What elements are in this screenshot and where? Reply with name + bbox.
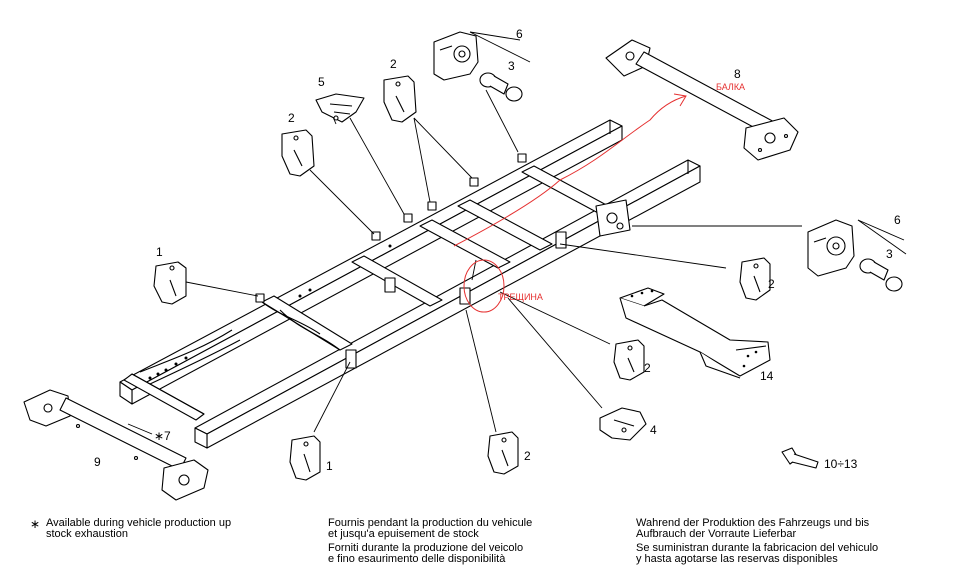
callout-6-right: 6	[894, 213, 901, 227]
footnote-en-line-2: stock exhaustion	[46, 528, 128, 540]
callout-4: 4	[650, 423, 657, 437]
part-3-pin-top	[479, 72, 523, 102]
part-8-beam	[605, 39, 799, 161]
part-6-spring-hanger-top	[433, 31, 479, 81]
chassis-frame	[119, 119, 701, 449]
cross-member-3	[419, 219, 511, 269]
footnote-es-line-1: Se suministran durante la fabricacion de…	[636, 542, 879, 554]
callout-9: 9	[94, 455, 101, 469]
part-10-13-bolt	[781, 447, 819, 469]
footnote-es-line-2: y hasta agotarse las reservas disponible…	[636, 553, 838, 565]
crack-label: ТРЕЩИНА	[498, 292, 543, 302]
callout-8: 8	[734, 67, 741, 81]
footnote-fr-line-2: et jusqu'a epuisement de stock	[328, 528, 479, 540]
callout-2-a: 2	[288, 111, 295, 125]
footnote-de-line-2: Aufbrauch der Vorraute Lieferbar	[636, 528, 797, 540]
part-3-pin-right	[859, 258, 903, 292]
part-2-bracket-b	[383, 75, 417, 123]
footnote-it-line-1: Forniti durante la produzione del veicol…	[328, 542, 524, 554]
footnote-en-line-1: Available during vehicle production up	[46, 517, 232, 529]
callout-6-top: 6	[516, 27, 523, 41]
chassis-frame-diagram: 1 1 2 2 2 2 2 3 3 4 5 6 6 ∗7 8 9 10÷13 1…	[23, 27, 907, 501]
red-annotations	[453, 93, 687, 313]
part-5-plate-bracket	[315, 93, 365, 123]
footnote-it-line-2: e fino esaurimento delle disponibilità	[328, 553, 506, 565]
callout-2-d: 2	[644, 361, 651, 375]
footnote-french-italian: Fournis pendant la production du vehicul…	[328, 518, 532, 565]
part-1-bracket-upper	[153, 261, 187, 305]
part-1-bracket-lower	[289, 435, 321, 481]
leader-lines	[127, 31, 907, 435]
callout-2-c: 2	[768, 277, 775, 291]
cross-member-4	[457, 199, 553, 251]
part-14-support-member	[619, 287, 771, 379]
footnote-german-spanish: Wahrend der Produktion des Fahrzeugs und…	[636, 518, 878, 565]
callout-10-13: 10÷13	[824, 457, 858, 471]
footnote-fr-line-1: Fournis pendant la production du vehicul…	[328, 517, 533, 529]
callout-3-top: 3	[508, 59, 515, 73]
callout-1-upper: 1	[156, 245, 163, 259]
beam-label: БАЛКА	[716, 82, 745, 92]
callout-7: ∗7	[154, 429, 171, 443]
callout-5: 5	[318, 75, 325, 89]
part-2-bracket-c	[739, 257, 771, 301]
part-2-bracket-d	[613, 339, 645, 381]
callout-14: 14	[760, 369, 774, 383]
callout-2-e: 2	[524, 449, 531, 463]
footnote-english: Available during vehicle production up s…	[46, 518, 231, 540]
part-2-bracket-e	[487, 431, 519, 475]
arrow-to-beam	[453, 95, 687, 247]
footnote-de-line-1: Wahrend der Produktion des Fahrzeugs und…	[636, 517, 870, 529]
crack-circle	[463, 259, 505, 313]
asterisk-symbol: ∗	[30, 517, 41, 531]
callout-3-right: 3	[886, 247, 893, 261]
callout-1-lower: 1	[326, 459, 333, 473]
callout-2-b: 2	[390, 57, 397, 71]
part-4-plate-bracket	[599, 407, 647, 441]
part-6-spring-hanger-right	[807, 219, 855, 277]
part-2-bracket-a	[281, 129, 315, 177]
part-9-rear-cross-tube	[23, 389, 209, 501]
cross-member-2	[351, 255, 443, 307]
